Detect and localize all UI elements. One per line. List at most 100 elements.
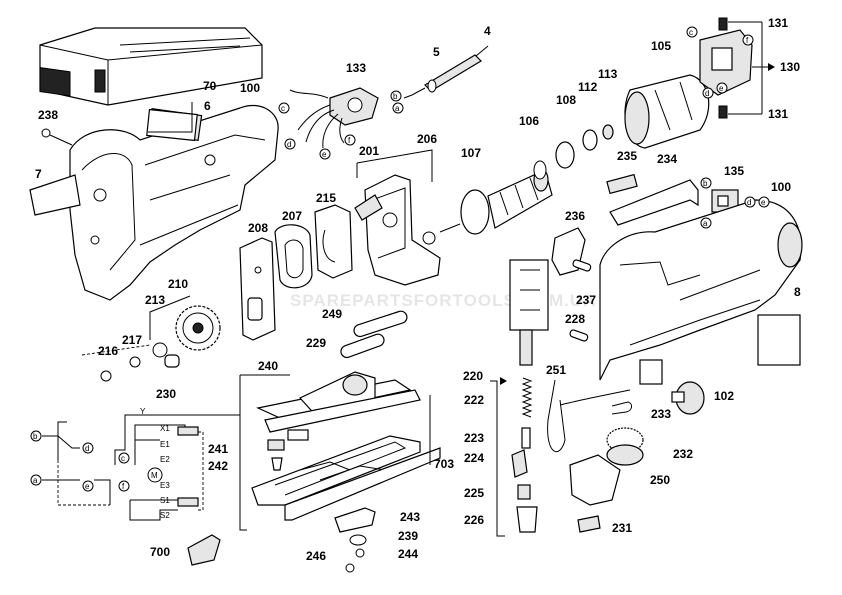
part-244-screw	[355, 548, 365, 558]
svg-text:e: e	[85, 482, 90, 491]
callout-241: 241	[208, 442, 228, 456]
part-105-field	[624, 74, 710, 149]
callout-237: 237	[576, 293, 596, 307]
callout-106: 106	[519, 114, 539, 128]
part-239-washer	[349, 534, 367, 546]
callout-223: 223	[464, 431, 484, 445]
part-240-base-assembly	[256, 371, 421, 441]
svg-text:a: a	[395, 104, 400, 113]
callout-4: 4	[484, 24, 491, 38]
callout-135: 135	[724, 164, 744, 178]
part-70-case	[39, 27, 263, 106]
part-133-switch	[289, 87, 379, 149]
part-242-screw	[271, 457, 283, 471]
part-250-guard	[569, 454, 621, 506]
part-222-spring	[521, 377, 533, 418]
callout-112: 112	[578, 80, 598, 94]
callout-100b: 100	[771, 180, 791, 194]
callout-226: 226	[464, 513, 484, 527]
svg-text:S1: S1	[160, 496, 170, 505]
callout-234: 234	[657, 152, 677, 166]
part-4-5-cable	[403, 45, 489, 99]
callout-6: 6	[204, 99, 211, 113]
callout-210: 210	[168, 277, 188, 291]
callout-233: 233	[651, 407, 671, 421]
part-113-washer	[602, 124, 614, 140]
svg-text:X1: X1	[160, 424, 170, 433]
part-210-gear	[175, 305, 221, 351]
part-106-bearing	[533, 160, 547, 180]
wiring-schematic	[42, 414, 240, 521]
callout-8: 8	[794, 285, 801, 299]
part-230-bushing	[164, 354, 180, 368]
callout-235: 235	[617, 149, 637, 163]
part-235-clip	[606, 173, 638, 195]
callout-208: 208	[248, 221, 268, 235]
svg-text:e: e	[719, 84, 724, 93]
callout-201: 201	[359, 144, 379, 158]
callout-240: 240	[258, 359, 278, 373]
callout-107: 107	[461, 146, 481, 160]
callout-249: 249	[322, 307, 342, 321]
svg-text:a: a	[703, 219, 708, 228]
part-100-housing-right	[599, 199, 803, 385]
callout-130: 130	[780, 60, 800, 74]
svg-text:c: c	[281, 104, 285, 113]
part-231-clip	[577, 515, 601, 533]
part-131-brush-bottom	[718, 105, 728, 119]
part-102-knob	[671, 381, 705, 415]
part-228-pin	[569, 329, 589, 342]
svg-text:d: d	[85, 444, 89, 453]
callout-5: 5	[433, 45, 440, 59]
part-246-screw	[345, 563, 355, 573]
part-6-label	[146, 108, 198, 142]
callout-242: 242	[208, 459, 228, 473]
part-233-clip	[611, 401, 633, 415]
callout-244: 244	[398, 547, 418, 561]
part-201-gear-housing	[354, 174, 441, 286]
part-241-insert	[267, 439, 285, 451]
part-135-switch	[711, 189, 739, 213]
part-217-washer	[129, 356, 141, 368]
svg-text:c: c	[121, 454, 125, 463]
schematic-labels: Y X1 E1 E2 M E3 S1 S2	[140, 407, 170, 520]
callout-100a: 100	[240, 81, 260, 95]
part-237-pin	[572, 259, 592, 272]
callout-207: 207	[282, 209, 302, 223]
callout-224: 224	[464, 451, 484, 465]
part-243-shoe	[334, 507, 376, 533]
callout-700: 700	[150, 545, 170, 559]
svg-text:b: b	[703, 179, 708, 188]
callout-239: 239	[398, 529, 418, 543]
callout-70: 70	[203, 79, 217, 93]
part-131-brush-top	[718, 17, 728, 31]
callout-229: 229	[306, 336, 326, 350]
part-220-plunger	[509, 259, 549, 366]
callout-238: 238	[38, 108, 58, 122]
callout-7: 7	[35, 167, 42, 181]
svg-text:e: e	[761, 198, 766, 207]
callout-113: 113	[598, 67, 618, 81]
part-107-armature	[439, 168, 553, 235]
part-208-plate	[239, 237, 276, 341]
svg-text:a: a	[33, 476, 38, 485]
callout-251: 251	[546, 363, 566, 377]
callout-231: 231	[612, 521, 632, 535]
wire-markers: b a c d e f c f d e b a d e b a d e c f	[30, 26, 770, 492]
callout-labels: 4 5 6 7 8 70 100 100 102 105 106 107 108…	[35, 16, 801, 563]
part-130-brush-holder	[699, 29, 753, 96]
svg-text:d: d	[705, 89, 709, 98]
svg-text:c: c	[689, 28, 693, 37]
callout-105: 105	[651, 39, 671, 53]
svg-text:b: b	[33, 432, 38, 441]
svg-text:d: d	[287, 140, 291, 149]
callout-250: 250	[650, 473, 670, 487]
callout-217: 217	[122, 333, 142, 347]
callout-220: 220	[463, 369, 483, 383]
callout-246: 246	[306, 549, 326, 563]
callout-703: 703	[434, 457, 454, 471]
callout-230: 230	[156, 387, 176, 401]
callout-206: 206	[417, 132, 437, 146]
part-112-bearing	[582, 129, 598, 151]
